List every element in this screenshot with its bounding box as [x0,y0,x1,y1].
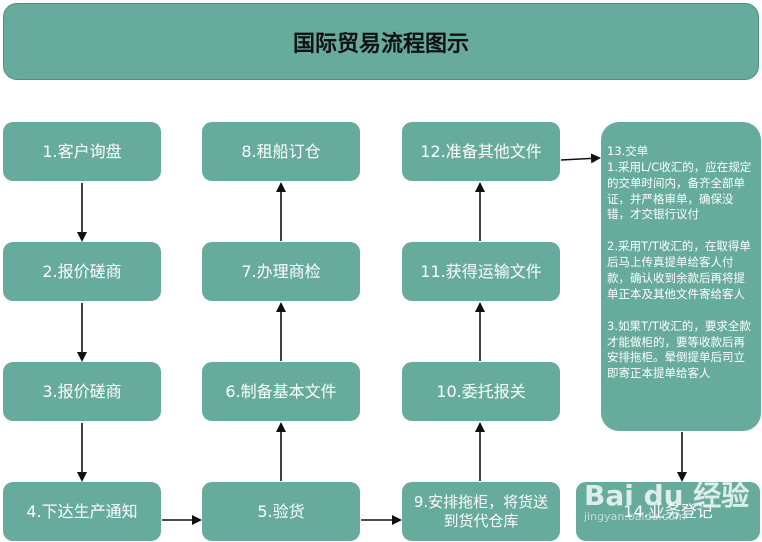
step-2-label: 2.报价磋商 [42,261,122,281]
step-6-box: 6.制备基本文件 [202,362,360,421]
step-7-box: 7.办理商检 [202,242,360,301]
step-2-box: 2.报价磋商 [3,242,161,301]
watermark-url: jingyan.baidu.com [584,510,686,523]
step-8-label: 8.租船订仓 [241,141,321,161]
step-12-box: 12.准备其他文件 [402,122,560,181]
step-5-label: 5.验货 [257,501,305,521]
step-11-label: 11.获得运输文件 [420,261,542,281]
step-6-label: 6.制备基本文件 [225,381,337,401]
step-13-item-3: 3.如果T/T收汇的，要求全款才能做柜的，要等收款后再安排拖柜。晕倒提单后司立即… [607,318,751,381]
diagram-title: 国际贸易流程图示 [3,3,759,80]
step-12-label: 12.准备其他文件 [420,141,542,161]
step-10-label: 10.委托报关 [436,381,526,401]
step-14-box: 14.业务登记 [576,482,760,541]
step-1-box: 1.客户询盘 [3,122,161,181]
step-3-box: 3.报价磋商 [3,362,161,421]
step-11-box: 11.获得运输文件 [402,242,560,301]
step-3-label: 3.报价磋商 [42,381,122,401]
step-1-label: 1.客户询盘 [42,141,122,161]
step-4-box: 4.下达生产通知 [3,482,161,541]
step-7-label: 7.办理商检 [241,261,321,281]
step-13-heading: 13.交单 [607,144,649,158]
step-10-box: 10.委托报关 [402,362,560,421]
step-4-label: 4.下达生产通知 [26,501,138,521]
arrow-12-13 [560,153,601,164]
step-9-box: 9.安排拖柜，将货送到货代仓库 [402,482,560,541]
step-13-note: 13.交单 1.采用L/C收汇的，应在规定的交单时间内，备齐全部单证，并严格审单… [601,122,761,431]
step-9-label: 9.安排拖柜，将货送到货代仓库 [413,492,549,530]
step-13-item-1: 1.采用L/C收汇的，应在规定的交单时间内，备齐全部单证，并严格审单，确保没错，… [607,159,752,222]
step-14-label: 14.业务登记 [623,501,713,521]
step-5-box: 5.验货 [202,482,360,541]
step-13-item-2: 2.采用T/T收汇的，在取得单后马上传真提单给客人付款，确认收到余款后再将提单正… [607,239,751,301]
watermark-logo: Bai du 经验 [584,479,750,512]
step-8-box: 8.租船订仓 [202,122,360,181]
